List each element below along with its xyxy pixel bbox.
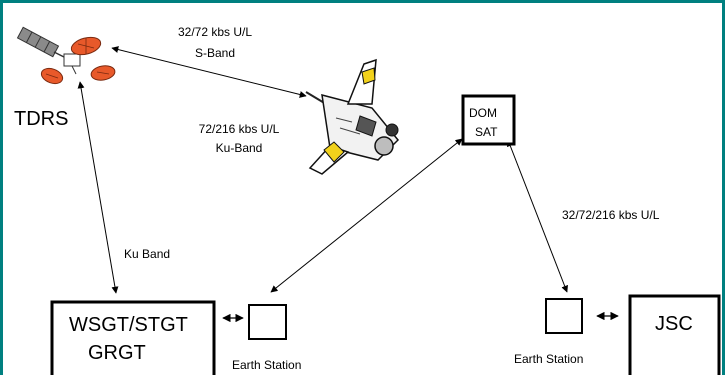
sband-rate-label: 32/72 kbs U/L [177,25,253,39]
jsc-box [628,294,721,375]
domsat-label-line2: SAT [475,125,498,139]
domsat-box [461,94,516,146]
earth-station-right-box [545,298,583,334]
link-domsat-earthstation [507,139,568,293]
wsgt-label-line2: GRGT [88,342,146,364]
domsat-rate-label: 32/72/216 kbs U/L [562,208,660,222]
space-shuttle-icon [305,58,400,175]
wsgt-box [50,300,216,375]
link-tdrs-shuttle [111,46,307,98]
jsc-label: JSC [655,313,693,335]
domsat-label-line1: DOM [469,106,497,120]
earth-station-left-box [248,304,287,340]
tdrs-label: TDRS [14,108,69,130]
link-tdrs-wsgt [77,81,119,294]
tdrs-satellite-icon [16,26,116,85]
link-earthstation-domsat [270,138,463,293]
kuband-name-label: Ku-Band [215,141,263,155]
kuband-rate-label: 72/216 kbs U/L [198,122,280,136]
earth-station-left-label: Earth Station [232,358,302,372]
wsgt-label-line1: WSGT/STGT [69,314,188,336]
ku-band-label: Ku Band [124,247,171,261]
sband-name-label: S-Band [194,46,236,60]
earth-station-right-label: Earth Station [514,352,584,366]
